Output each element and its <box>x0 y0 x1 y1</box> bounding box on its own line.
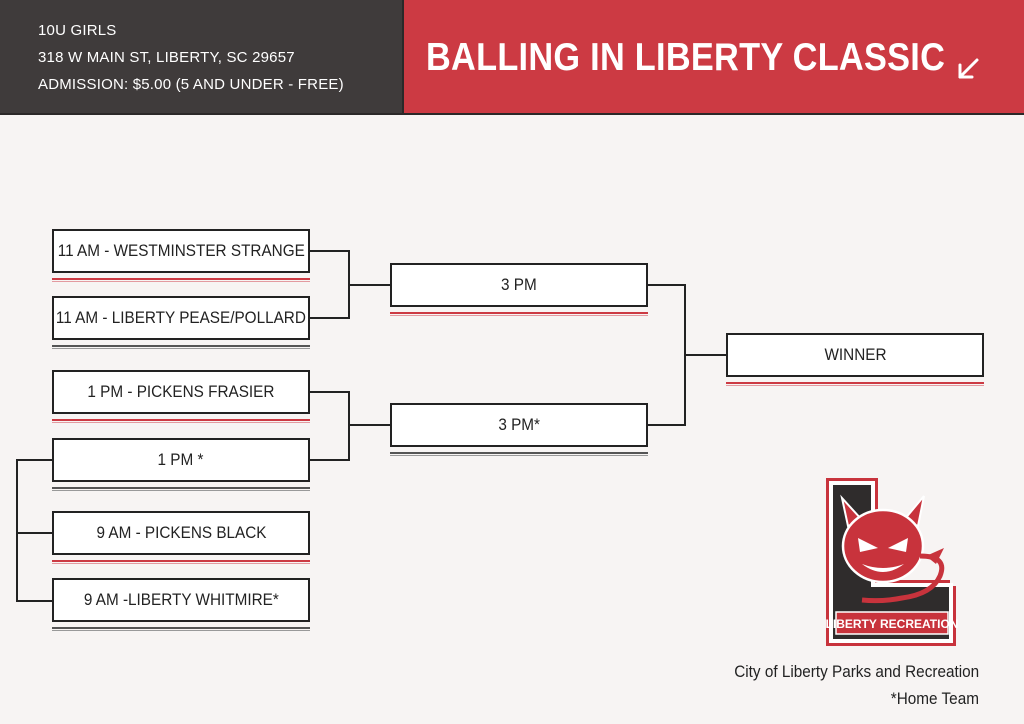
home-team-note: *Home Team <box>890 689 979 708</box>
connector-line <box>684 354 726 356</box>
slot-underline <box>52 345 310 349</box>
header-border <box>0 113 1024 115</box>
slot-underline <box>726 382 984 386</box>
connector-line <box>348 391 350 461</box>
connector-line <box>16 600 52 602</box>
slot-underline <box>52 487 310 491</box>
slot-underline <box>52 627 310 631</box>
slot-underline <box>52 419 310 423</box>
devil-mascot-icon <box>840 494 945 604</box>
bracket-slot-r1-3: 1 PM - PICKENS FRASIER <box>52 370 310 414</box>
slot-underline <box>390 452 648 456</box>
bracket-slot-r1-4: 1 PM * <box>52 438 310 482</box>
header-title-panel: BALLING IN LIBERTY CLASSIC <box>404 0 1024 113</box>
connector-line <box>348 284 390 286</box>
connector-line <box>310 250 350 252</box>
bracket-slot-r1-2: 11 AM - LIBERTY PEASE/POLLARD <box>52 296 310 340</box>
header-divider <box>402 0 404 113</box>
connector-line <box>648 284 686 286</box>
connector-line <box>310 459 350 461</box>
connector-line <box>310 391 350 393</box>
address-label: 318 W MAIN ST, LIBERTY, SC 29657 <box>38 49 295 66</box>
organization-label: City of Liberty Parks and Recreation <box>734 662 979 681</box>
division-label: 10U GIRLS <box>38 22 117 39</box>
connector-line <box>16 532 52 534</box>
arrow-down-left-icon <box>958 58 979 79</box>
connector-line <box>16 459 52 461</box>
admission-label: ADMISSION: $5.00 (5 AND UNDER - FREE) <box>38 76 344 93</box>
bracket-slot-semi-2: 3 PM* <box>390 403 648 447</box>
bracket-slot-playin-1: 9 AM - PICKENS BLACK <box>52 511 310 555</box>
liberty-recreation-logo: LIBERTY RECREATION <box>826 478 959 646</box>
connector-line <box>16 459 18 602</box>
connector-line <box>348 424 390 426</box>
bracket-slot-playin-2: 9 AM -LIBERTY WHITMIRE* <box>52 578 310 622</box>
connector-line <box>310 317 350 319</box>
header-info-panel: 10U GIRLS 318 W MAIN ST, LIBERTY, SC 296… <box>0 0 402 113</box>
bracket-slot-r1-1: 11 AM - WESTMINSTER STRANGE <box>52 229 310 273</box>
slot-underline <box>390 312 648 316</box>
page-title: BALLING IN LIBERTY CLASSIC <box>426 36 946 79</box>
bracket-slot-winner: WINNER <box>726 333 984 377</box>
slot-underline <box>52 278 310 282</box>
logo-text: LIBERTY RECREATION <box>826 617 959 631</box>
connector-line <box>648 424 686 426</box>
slot-underline <box>52 560 310 564</box>
bracket-slot-semi-1: 3 PM <box>390 263 648 307</box>
